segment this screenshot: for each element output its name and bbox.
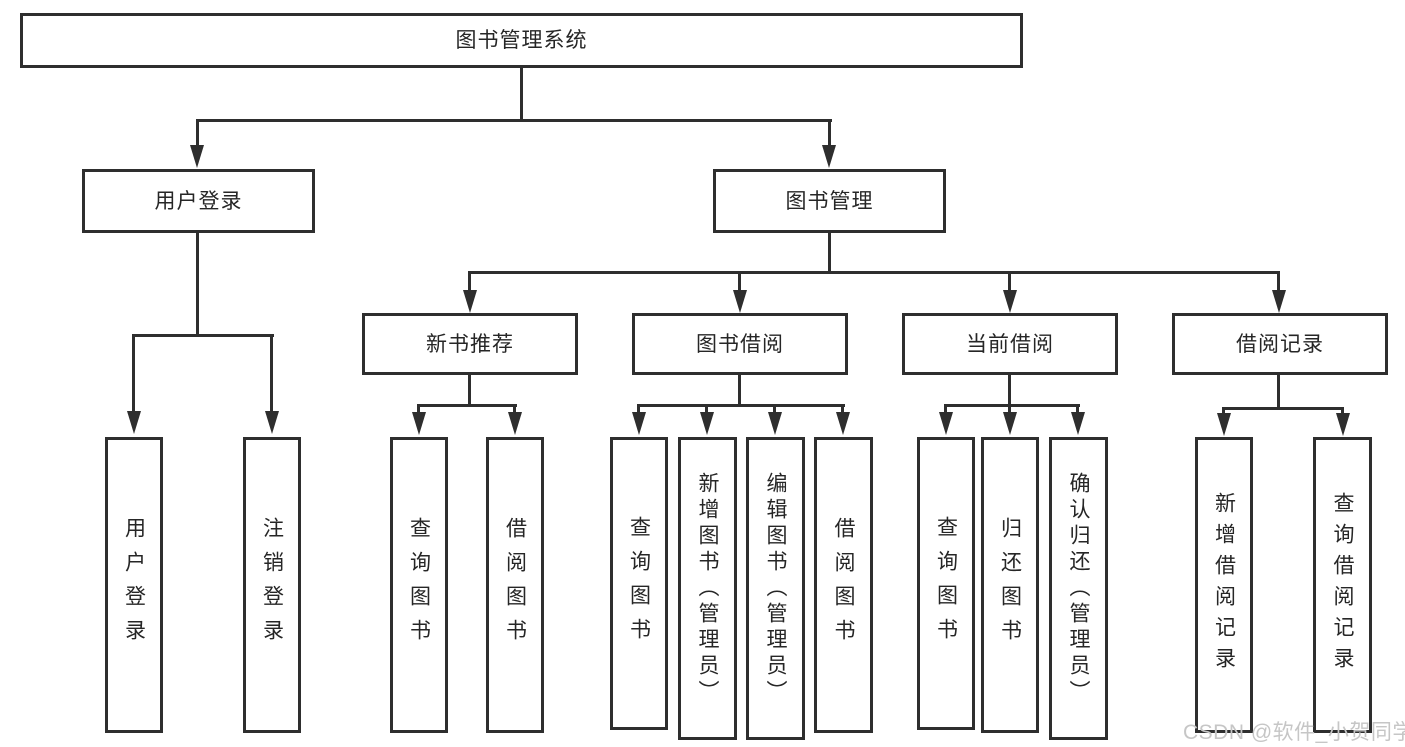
connector-line: [1008, 375, 1011, 407]
arrow-down-icon: [632, 412, 646, 435]
connector-line: [1341, 407, 1344, 416]
arrow-down-icon: [1272, 290, 1286, 313]
arrow-down-icon: [836, 412, 850, 435]
node-label: 图书借阅: [696, 332, 784, 356]
connector-line: [270, 334, 273, 414]
node-label: 新增图书（管理员）: [696, 471, 719, 706]
connector-line: [468, 271, 471, 294]
arrow-down-icon: [939, 412, 953, 435]
node-label: 编辑图书（管理员）: [764, 471, 787, 706]
arrow-down-icon: [1003, 290, 1017, 313]
arrow-down-icon: [768, 412, 782, 435]
connector-line: [828, 233, 831, 274]
node-label: 查询图书: [407, 517, 431, 653]
connector-line: [1076, 404, 1079, 414]
arrow-down-icon: [127, 411, 141, 434]
arrow-down-icon: [733, 290, 747, 313]
node-label: 新增借阅记录: [1212, 492, 1236, 678]
leaf-add-books-admin: 新增图书（管理员）: [678, 437, 737, 740]
arrow-down-icon: [1217, 413, 1231, 436]
connector-line: [828, 119, 831, 147]
connector-line: [738, 375, 741, 407]
node-root-library-system: 图书管理系统: [20, 13, 1023, 68]
leaf-query-books-borrow: 查询图书: [610, 437, 668, 730]
connector-line: [773, 404, 776, 414]
leaf-user-login: 用户登录: [105, 437, 163, 733]
connector-line: [705, 404, 708, 414]
node-label: 借阅图书: [832, 517, 855, 653]
node-user-login: 用户登录: [82, 169, 315, 233]
node-label: 确认归还（管理员）: [1067, 471, 1090, 706]
node-borrow-records: 借阅记录: [1172, 313, 1388, 375]
node-current-borrow: 当前借阅: [902, 313, 1118, 375]
leaf-confirm-return-admin: 确认归还（管理员）: [1049, 437, 1108, 740]
node-label: 用户登录: [122, 517, 146, 653]
node-book-management: 图书管理: [713, 169, 946, 233]
connector-line: [944, 404, 1080, 407]
leaf-borrow-books-recommend: 借阅图书: [486, 437, 544, 733]
node-label: 查询图书: [934, 515, 958, 652]
arrow-down-icon: [508, 412, 522, 435]
node-label: 新书推荐: [426, 332, 514, 356]
connector-line: [513, 404, 516, 414]
connector-line: [738, 271, 741, 294]
leaf-query-books-current: 查询图书: [917, 437, 975, 730]
arrow-down-icon: [1071, 412, 1085, 435]
connector-line: [132, 334, 135, 414]
connector-line: [196, 233, 199, 337]
connector-line: [1008, 404, 1011, 414]
connector-line: [468, 271, 1280, 274]
node-label: 借阅记录: [1236, 332, 1324, 356]
node-label: 查询图书: [627, 515, 651, 652]
connector-line: [132, 334, 274, 337]
leaf-logout: 注销登录: [243, 437, 301, 733]
connector-line: [417, 404, 517, 407]
node-label: 图书管理系统: [455, 29, 588, 52]
arrow-down-icon: [700, 412, 714, 435]
arrow-down-icon: [822, 145, 836, 168]
connector-line: [1277, 271, 1280, 294]
node-label: 借阅图书: [503, 517, 527, 653]
connector-line: [1008, 271, 1011, 294]
node-label: 查询借阅记录: [1331, 492, 1354, 678]
leaf-borrow-books: 借阅图书: [814, 437, 873, 733]
csdn-watermark: CSDN @软件_小贺同学: [1183, 721, 1405, 744]
connector-line: [468, 375, 471, 407]
connector-line: [196, 119, 199, 147]
node-label: 当前借阅: [966, 332, 1054, 356]
connector-line: [944, 404, 947, 414]
connector-line: [1222, 407, 1225, 416]
node-label: 归还图书: [998, 517, 1022, 653]
connector-line: [417, 404, 420, 414]
connector-line: [196, 119, 832, 122]
arrow-down-icon: [463, 290, 477, 313]
connector-line: [1222, 407, 1344, 410]
node-label: 注销登录: [260, 517, 284, 653]
node-book-borrow: 图书借阅: [632, 313, 848, 375]
connector-line: [637, 404, 845, 407]
arrow-down-icon: [1003, 412, 1017, 435]
node-label: 图书管理: [785, 189, 874, 213]
connector-line: [841, 404, 844, 414]
leaf-query-books-recommend: 查询图书: [390, 437, 448, 733]
connector-line: [1277, 375, 1280, 410]
arrow-down-icon: [412, 412, 426, 435]
leaf-edit-books-admin: 编辑图书（管理员）: [746, 437, 805, 740]
arrow-down-icon: [265, 411, 279, 434]
node-label: 用户登录: [154, 189, 243, 213]
leaf-add-borrow-record: 新增借阅记录: [1195, 437, 1253, 733]
connector-line: [520, 68, 523, 122]
leaf-return-books: 归还图书: [981, 437, 1039, 733]
node-new-book-recommend: 新书推荐: [362, 313, 578, 375]
leaf-query-borrow-record: 查询借阅记录: [1313, 437, 1372, 733]
arrow-down-icon: [1336, 413, 1350, 436]
connector-line: [637, 404, 640, 414]
arrow-down-icon: [190, 145, 204, 168]
